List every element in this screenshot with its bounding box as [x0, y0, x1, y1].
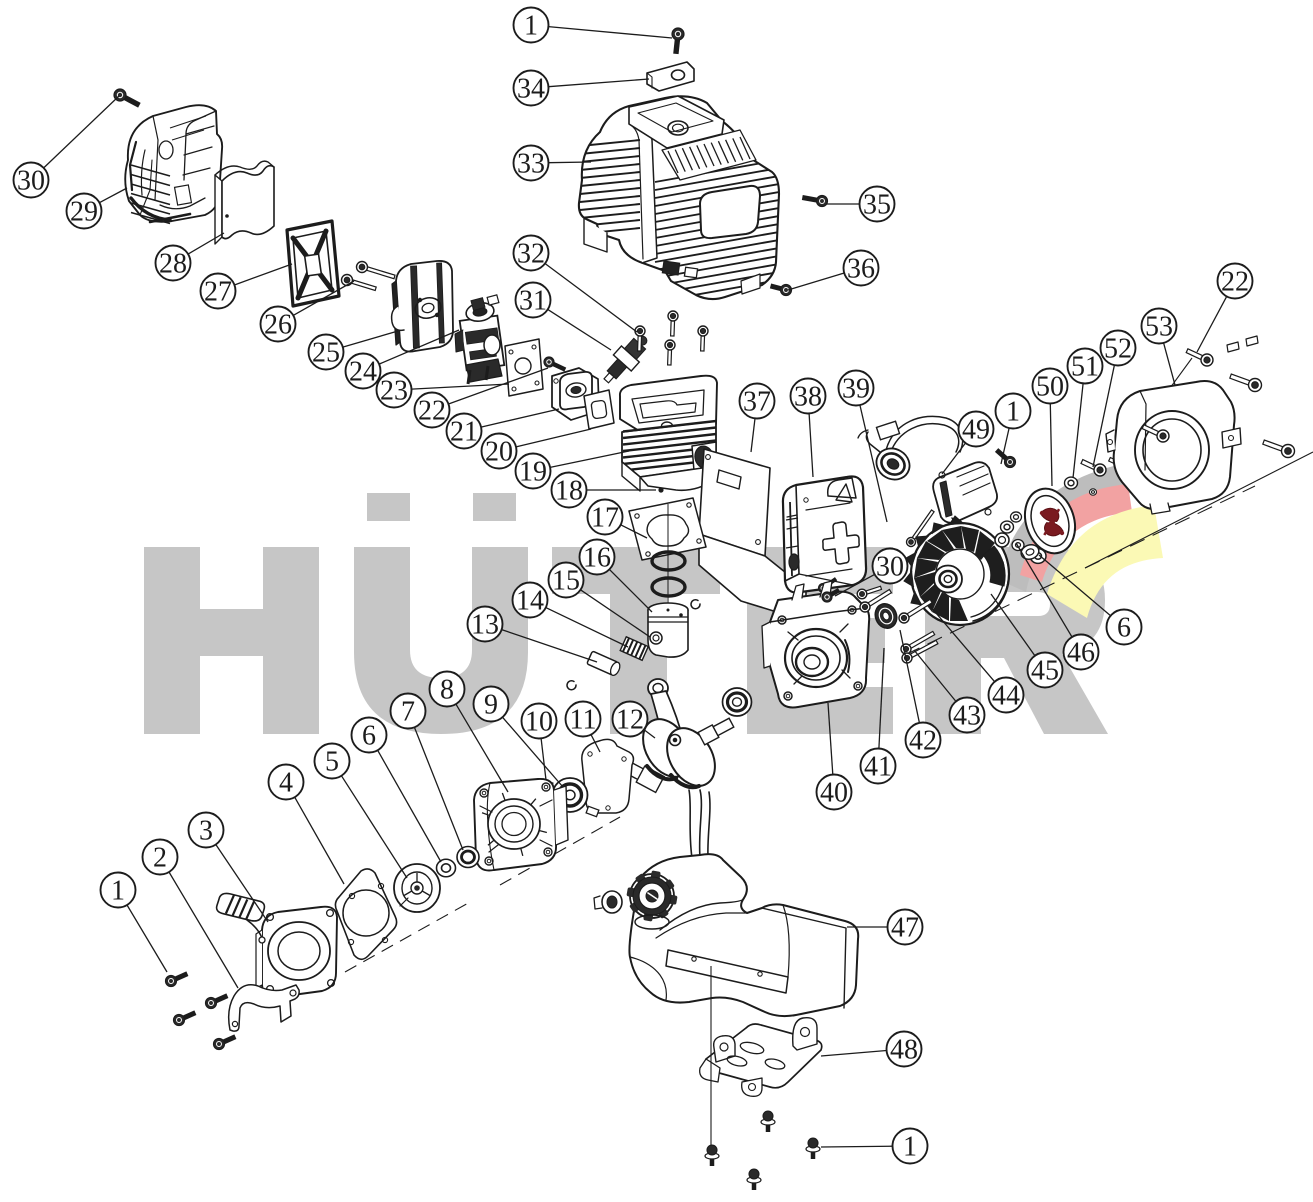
svg-text:50: 50 — [1036, 372, 1064, 403]
svg-text:25: 25 — [312, 338, 340, 369]
svg-text:10: 10 — [525, 707, 553, 738]
svg-text:30: 30 — [17, 166, 45, 197]
svg-text:28: 28 — [159, 249, 187, 280]
svg-text:53: 53 — [1145, 312, 1173, 343]
svg-text:36: 36 — [847, 254, 875, 285]
svg-text:22: 22 — [418, 396, 446, 427]
svg-text:30: 30 — [876, 552, 904, 583]
svg-text:33: 33 — [517, 149, 545, 180]
svg-text:32: 32 — [517, 239, 545, 270]
svg-text:45: 45 — [1031, 656, 1059, 687]
svg-text:37: 37 — [743, 387, 771, 418]
svg-text:46: 46 — [1067, 638, 1095, 669]
svg-text:13: 13 — [471, 610, 499, 641]
svg-text:11: 11 — [570, 705, 597, 736]
svg-text:7: 7 — [401, 697, 415, 728]
svg-text:52: 52 — [1104, 334, 1132, 365]
svg-text:6: 6 — [362, 721, 376, 752]
svg-text:3: 3 — [199, 816, 213, 847]
svg-text:2: 2 — [153, 843, 167, 874]
svg-text:31: 31 — [519, 286, 547, 317]
svg-text:4: 4 — [279, 768, 293, 799]
svg-text:6: 6 — [1117, 613, 1131, 644]
svg-text:17: 17 — [591, 503, 619, 534]
svg-text:24: 24 — [349, 357, 377, 388]
svg-text:9: 9 — [484, 690, 498, 721]
svg-text:26: 26 — [264, 310, 292, 341]
svg-text:39: 39 — [842, 374, 870, 405]
svg-text:35: 35 — [863, 190, 891, 221]
svg-text:23: 23 — [380, 376, 408, 407]
svg-text:19: 19 — [519, 457, 547, 488]
svg-text:1: 1 — [524, 11, 538, 42]
svg-text:48: 48 — [890, 1035, 918, 1066]
svg-text:1: 1 — [1006, 397, 1020, 428]
svg-text:12: 12 — [616, 705, 644, 736]
svg-text:38: 38 — [794, 382, 822, 413]
svg-text:22: 22 — [1221, 267, 1249, 298]
svg-text:1: 1 — [111, 876, 125, 907]
svg-text:44: 44 — [992, 681, 1020, 712]
svg-text:20: 20 — [485, 437, 513, 468]
svg-text:27: 27 — [204, 277, 232, 308]
svg-text:16: 16 — [583, 543, 611, 574]
svg-text:1: 1 — [903, 1132, 917, 1163]
svg-text:14: 14 — [516, 586, 544, 617]
svg-text:21: 21 — [450, 417, 478, 448]
svg-text:40: 40 — [820, 778, 848, 809]
svg-text:41: 41 — [864, 752, 892, 783]
svg-text:8: 8 — [440, 675, 454, 706]
svg-text:18: 18 — [555, 476, 583, 507]
svg-text:29: 29 — [70, 197, 98, 228]
svg-text:43: 43 — [953, 701, 981, 732]
svg-text:42: 42 — [909, 726, 937, 757]
svg-text:15: 15 — [552, 566, 580, 597]
svg-text:47: 47 — [891, 913, 919, 944]
svg-text:34: 34 — [517, 74, 545, 105]
svg-text:49: 49 — [962, 415, 990, 446]
svg-text:51: 51 — [1071, 352, 1099, 383]
svg-text:5: 5 — [325, 747, 339, 778]
